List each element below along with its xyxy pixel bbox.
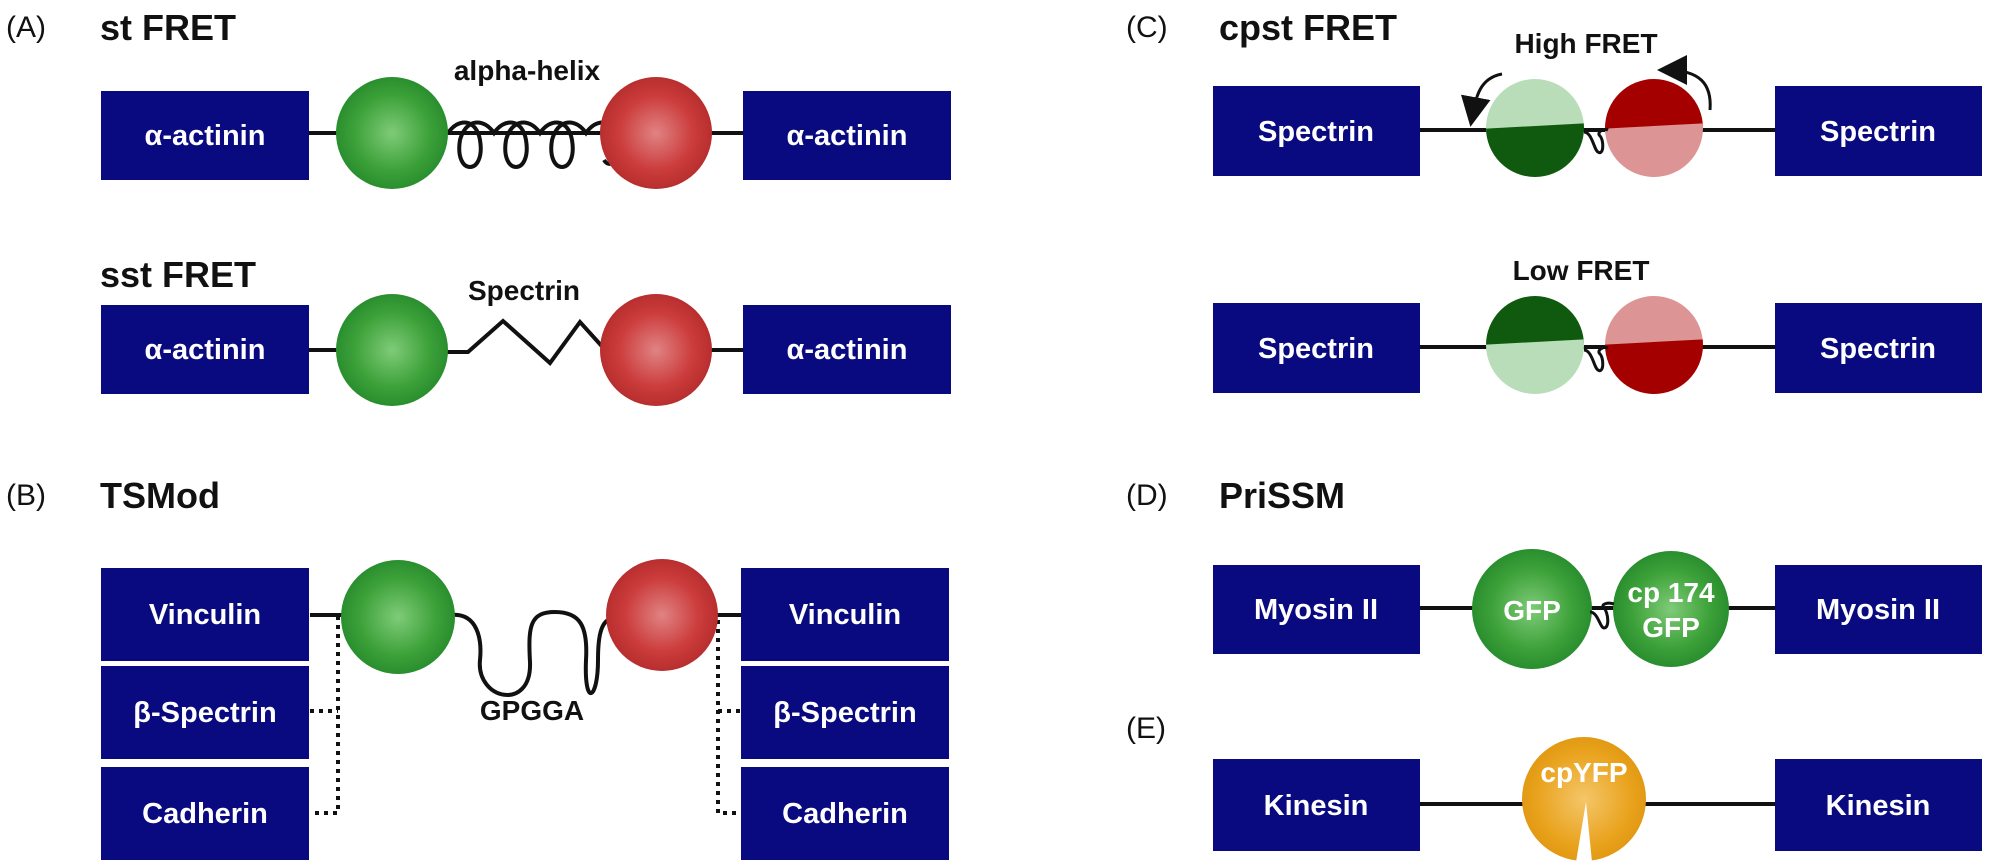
tsmod-left-box-3 bbox=[101, 767, 309, 860]
cpst-high-left-spectrin-box bbox=[1213, 86, 1420, 176]
cpst-high-donor-split-circle bbox=[1486, 79, 1584, 177]
panel-a: (A) st FRET α-actinin α-actinin alpha-he… bbox=[6, 7, 951, 406]
tsmod-left-dotted-connector bbox=[310, 613, 340, 815]
sst-green-fluorophore bbox=[336, 294, 448, 406]
panel-c: (C) cpst FRET Spectrin Spectrin High FRE… bbox=[1126, 7, 1982, 394]
sst-fret-title: sst FRET bbox=[100, 254, 256, 295]
tsmod-left-box-2 bbox=[101, 666, 309, 759]
cpst-high-right-spectrin-box bbox=[1775, 86, 1982, 176]
tsmod-right-box-3 bbox=[741, 767, 949, 860]
kinesin-right-box bbox=[1775, 759, 1982, 851]
st-red-fluorophore bbox=[600, 77, 712, 189]
cpyfp-circle bbox=[1522, 737, 1646, 861]
panel-d-letter: (D) bbox=[1126, 479, 1168, 512]
tsmod-right-box-2 bbox=[741, 666, 949, 759]
cpst-high-left-rotation-arrow bbox=[1460, 72, 1503, 127]
tsmod-right-dotted-connector bbox=[714, 613, 742, 815]
panel-c-letter: (C) bbox=[1126, 11, 1168, 44]
sst-left-actinin-label: α-actinin bbox=[145, 334, 266, 366]
cpst-low-donor-split-circle bbox=[1486, 296, 1584, 394]
tsmod-left-box-2-label: β-Spectrin bbox=[133, 697, 276, 729]
cpyfp-label: cpYFP bbox=[1540, 757, 1627, 788]
st-green-fluorophore bbox=[336, 77, 448, 189]
kinesin-left-box bbox=[1213, 759, 1420, 851]
prissm-right-myosin-box bbox=[1775, 565, 1982, 654]
sst-right-actinin-label: α-actinin bbox=[787, 334, 908, 366]
tsmod-right-box-1 bbox=[741, 568, 949, 661]
cpst-high-left-spectrin-label: Spectrin bbox=[1258, 116, 1374, 148]
prissm-gfp-label: GFP bbox=[1503, 595, 1561, 626]
prissm-cp174-label: cp 174 bbox=[1627, 577, 1715, 608]
alpha-helix-label: alpha-helix bbox=[454, 55, 601, 86]
cpst-low-left-spectrin-label: Spectrin bbox=[1258, 333, 1374, 365]
prissm-gfp-circle bbox=[1472, 549, 1592, 669]
prissm-left-myosin-label: Myosin II bbox=[1254, 594, 1378, 626]
panel-a-letter: (A) bbox=[6, 11, 46, 44]
alpha-helix-linker bbox=[446, 120, 621, 169]
kinesin-right-label: Kinesin bbox=[1826, 790, 1931, 822]
st-right-actinin-box bbox=[743, 91, 951, 180]
gpgga-label: GPGGA bbox=[480, 695, 584, 726]
kinesin-left-label: Kinesin bbox=[1264, 790, 1369, 822]
tsmod-right-box-3-label: Cadherin bbox=[782, 798, 908, 830]
cpst-high-squiggle-linker bbox=[1583, 128, 1609, 155]
st-fret-title: st FRET bbox=[100, 7, 236, 48]
cpst-low-acceptor-split-circle bbox=[1605, 296, 1703, 394]
cpst-high-right-rotation-arrow bbox=[1657, 55, 1712, 111]
cpst-low-left-spectrin-box bbox=[1213, 303, 1420, 393]
cpst-low-right-spectrin-label: Spectrin bbox=[1820, 333, 1936, 365]
gpgga-linker bbox=[449, 609, 610, 697]
panel-d: (D) PriSSM Myosin II Myosin II GFP cp 17… bbox=[1126, 475, 1982, 669]
high-fret-label: High FRET bbox=[1514, 28, 1657, 59]
prissm-left-myosin-box bbox=[1213, 565, 1420, 654]
cpst-low-squiggle-linker bbox=[1583, 346, 1609, 373]
st-right-actinin-label: α-actinin bbox=[787, 120, 908, 152]
panel-b-letter: (B) bbox=[6, 479, 46, 512]
tsmod-left-box-3-label: Cadherin bbox=[142, 798, 268, 830]
tsmod-red-fluorophore bbox=[606, 559, 718, 671]
sst-red-fluorophore bbox=[600, 294, 712, 406]
cpst-high-right-spectrin-label: Spectrin bbox=[1820, 116, 1936, 148]
tsmod-green-fluorophore bbox=[341, 560, 455, 674]
panel-b: (B) TSMod Vinculin β-Spectrin Cadherin V… bbox=[6, 475, 949, 860]
prissm-squiggle-linker bbox=[1589, 601, 1615, 630]
tsmod-left-box-1 bbox=[101, 568, 309, 661]
sst-left-actinin-box bbox=[101, 305, 309, 394]
spectrin-zigzag-linker bbox=[446, 318, 610, 366]
prissm-right-myosin-label: Myosin II bbox=[1816, 594, 1940, 626]
low-fret-label: Low FRET bbox=[1513, 255, 1650, 286]
st-left-actinin-label: α-actinin bbox=[145, 120, 266, 152]
tsmod-left-box-1-label: Vinculin bbox=[149, 599, 261, 631]
tsmod-right-box-2-label: β-Spectrin bbox=[773, 697, 916, 729]
cpst-fret-title: cpst FRET bbox=[1219, 7, 1397, 48]
st-left-actinin-box bbox=[101, 91, 309, 180]
sst-right-actinin-box bbox=[743, 305, 951, 394]
cpyfp-notch bbox=[1576, 802, 1592, 862]
tsmod-right-box-1-label: Vinculin bbox=[789, 599, 901, 631]
prissm-title: PriSSM bbox=[1219, 475, 1345, 516]
cpst-low-right-spectrin-box bbox=[1775, 303, 1982, 393]
spectrin-linker-label: Spectrin bbox=[468, 275, 580, 306]
panel-e-letter: (E) bbox=[1126, 712, 1166, 745]
prissm-cp174-gfp-label: GFP bbox=[1642, 612, 1700, 643]
tsmod-title: TSMod bbox=[100, 475, 220, 516]
prissm-cp174gfp-circle bbox=[1613, 551, 1729, 667]
panel-e: (E) Kinesin Kinesin cpYFP bbox=[1126, 712, 1982, 862]
